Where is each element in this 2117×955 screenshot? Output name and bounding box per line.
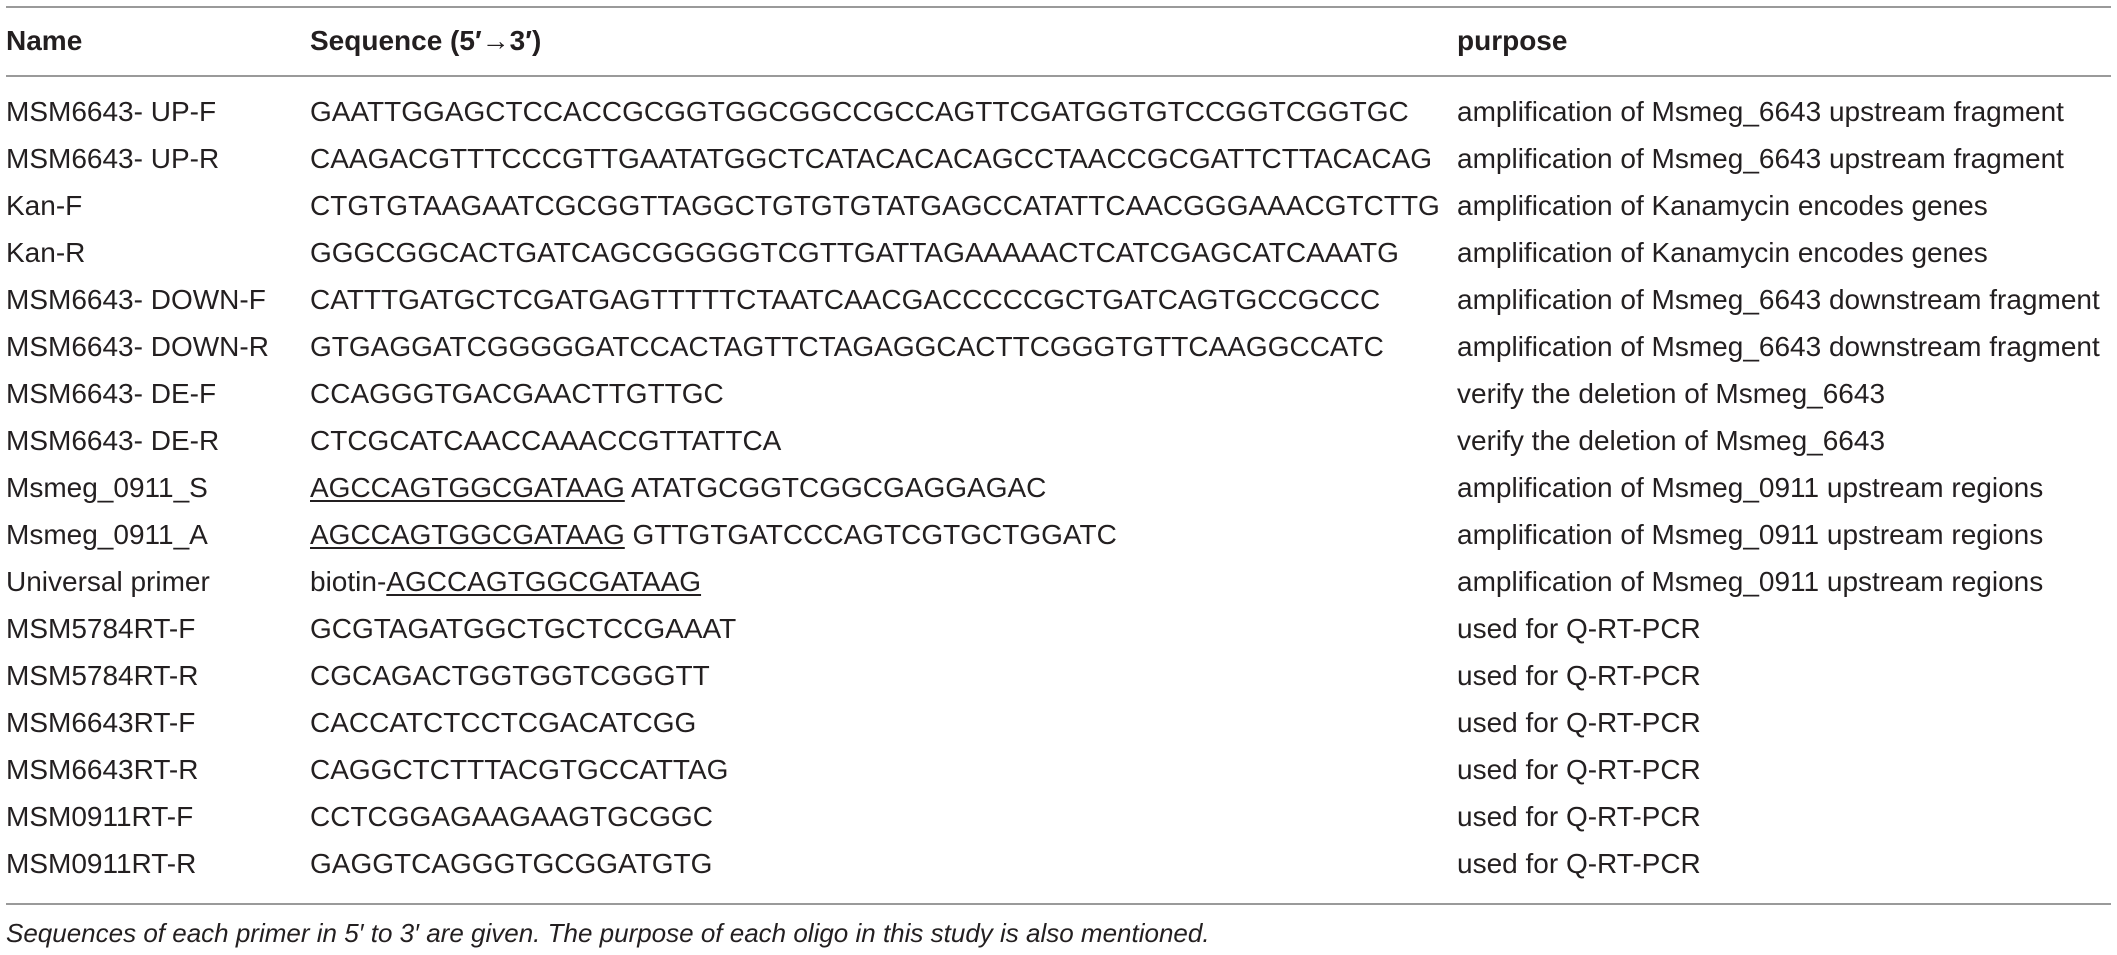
primer-name: MSM6643- DOWN-R <box>6 331 269 362</box>
table-header-rule <box>6 75 2111 77</box>
sequence-segment: GTTGTGATCCCAGTCGTGCTGGATC <box>624 519 1117 550</box>
primer-sequence: CGCAGACTGGTGGTCGGGTT <box>310 652 710 699</box>
primer-name: MSM5784RT-F <box>6 613 196 644</box>
sequence-segment: CCAGGGTGACGAACTTGTTGC <box>310 378 724 409</box>
sequence-segment: CGCAGACTGGTGGTCGGGTT <box>310 660 710 691</box>
primer-sequence: CAAGACGTTTCCCGTTGAATATGGCTCATACACACAGCCT… <box>310 135 1432 182</box>
sequence-underlined-segment: AGCCAGTGGCGATAAG <box>386 566 702 597</box>
header-purpose: purpose <box>1457 25 1568 56</box>
primer-purpose: amplification of Msmeg_0911 upstream reg… <box>1457 472 2044 503</box>
primer-sequence: GTGAGGATCGGGGGATCCACTAGTTCTAGAGGCACTTCGG… <box>310 323 1384 370</box>
primer-sequence: biotin-AGCCAGTGGCGATAAG <box>310 558 701 605</box>
primer-name: Msmeg_0911_A <box>6 519 208 550</box>
primer-purpose: amplification of Msmeg_6643 downstream f… <box>1457 284 2100 315</box>
primer-name: Universal primer <box>6 566 210 597</box>
primer-sequence: CAGGCTCTTTACGTGCCATTAG <box>310 746 728 793</box>
primer-purpose: used for Q-RT-PCR <box>1457 613 1701 644</box>
primer-sequence: GGGCGGCACTGATCAGCGGGGGTCGTTGATTAGAAAAACT… <box>310 229 1399 276</box>
header-sequence: Sequence (5′→3′) <box>310 25 542 56</box>
primer-purpose: used for Q-RT-PCR <box>1457 660 1701 691</box>
sequence-segment: CTCGCATCAACCAAACCGTTATTCA <box>310 425 782 456</box>
primer-purpose: verify the deletion of Msmeg_6643 <box>1457 425 1886 456</box>
table-footnote: Sequences of each primer in 5′ to 3′ are… <box>6 918 1210 948</box>
primer-purpose: used for Q-RT-PCR <box>1457 754 1701 785</box>
primer-purpose: amplification of Msmeg_6643 upstream fra… <box>1457 143 2064 174</box>
primer-purpose: amplification of Kanamycin encodes genes <box>1457 190 1988 221</box>
sequence-segment: CTGTGTAAGAATCGCGGTTAGGCTGTGTGTATGAGCCATA… <box>310 190 1440 221</box>
table-bottom-rule <box>6 903 2111 905</box>
primer-name: MSM6643RT-F <box>6 707 196 738</box>
primer-name: Kan-F <box>6 190 83 221</box>
primer-purpose: amplification of Kanamycin encodes genes <box>1457 237 1988 268</box>
primer-name: MSM6643- UP-R <box>6 143 220 174</box>
primer-name: MSM6643- DE-R <box>6 425 220 456</box>
header-name: Name <box>6 25 83 56</box>
primer-sequence: GAATTGGAGCTCCACCGCGGTGGCGGCCGCCAGTTCGATG… <box>310 88 1409 135</box>
sequence-segment: GAGGTCAGGGTGCGGATGTG <box>310 848 713 879</box>
sequence-segment: ATATGCGGTCGGCGAGGAGAC <box>624 472 1047 503</box>
sequence-prefix: biotin- <box>310 566 387 597</box>
primer-name: MSM6643RT-R <box>6 754 199 785</box>
primer-purpose: amplification of Msmeg_0911 upstream reg… <box>1457 519 2044 550</box>
primer-name: MSM6643- DE-F <box>6 378 217 409</box>
primer-purpose: amplification of Msmeg_6643 upstream fra… <box>1457 96 2064 127</box>
primer-sequence: CACCATCTCCTCGACATCGG <box>310 699 696 746</box>
primer-name: MSM6643- UP-F <box>6 96 217 127</box>
sequence-underlined-segment: AGCCAGTGGCGATAAG <box>310 472 625 503</box>
sequence-segment: GGGCGGCACTGATCAGCGGGGGTCGTTGATTAGAAAAACT… <box>310 237 1399 268</box>
primer-name: Kan-R <box>6 237 86 268</box>
primer-purpose: used for Q-RT-PCR <box>1457 848 1701 879</box>
primer-purpose: amplification of Msmeg_6643 downstream f… <box>1457 331 2100 362</box>
sequence-segment: CCTCGGAGAAGAAGTGCGGC <box>310 801 713 832</box>
primer-purpose: used for Q-RT-PCR <box>1457 801 1701 832</box>
primer-name: MSM6643- DOWN-F <box>6 284 266 315</box>
primer-sequence: GCGTAGATGGCTGCTCCGAAAT <box>310 605 736 652</box>
primer-sequence: AGCCAGTGGCGATAAG GTTGTGATCCCAGTCGTGCTGGA… <box>310 511 1117 558</box>
primer-name: Msmeg_0911_S <box>6 472 208 503</box>
primer-sequence: CCAGGGTGACGAACTTGTTGC <box>310 370 724 417</box>
primer-sequence: AGCCAGTGGCGATAAG ATATGCGGTCGGCGAGGAGAC <box>310 464 1046 511</box>
primer-purpose: verify the deletion of Msmeg_6643 <box>1457 378 1886 409</box>
primer-sequence: CCTCGGAGAAGAAGTGCGGC <box>310 793 713 840</box>
primer-sequence: CATTTGATGCTCGATGAGTTTTTCTAATCAACGACCCCCG… <box>310 276 1380 323</box>
table-top-rule <box>6 6 2111 8</box>
primer-sequence: CTCGCATCAACCAAACCGTTATTCA <box>310 417 781 464</box>
primer-sequence: CTGTGTAAGAATCGCGGTTAGGCTGTGTGTATGAGCCATA… <box>310 182 1440 229</box>
primer-name: MSM0911RT-R <box>6 848 197 879</box>
sequence-segment: CACCATCTCCTCGACATCGG <box>310 707 697 738</box>
primer-purpose: used for Q-RT-PCR <box>1457 707 1701 738</box>
sequence-underlined-segment: AGCCAGTGGCGATAAG <box>310 519 625 550</box>
sequence-segment: CAGGCTCTTTACGTGCCATTAG <box>310 754 729 785</box>
primer-name: MSM5784RT-R <box>6 660 199 691</box>
primer-name: MSM0911RT-F <box>6 801 194 832</box>
sequence-segment: GCGTAGATGGCTGCTCCGAAAT <box>310 613 737 644</box>
primer-purpose: amplification of Msmeg_0911 upstream reg… <box>1457 566 2044 597</box>
sequence-segment: CAAGACGTTTCCCGTTGAATATGGCTCATACACACAGCCT… <box>310 143 1433 174</box>
sequence-segment: GAATTGGAGCTCCACCGCGGTGGCGGCCGCCAGTTCGATG… <box>310 96 1409 127</box>
sequence-segment: CATTTGATGCTCGATGAGTTTTTCTAATCAACGACCCCCG… <box>310 284 1381 315</box>
primer-sequence: GAGGTCAGGGTGCGGATGTG <box>310 840 712 887</box>
sequence-segment: GTGAGGATCGGGGGATCCACTAGTTCTAGAGGCACTTCGG… <box>310 331 1384 362</box>
